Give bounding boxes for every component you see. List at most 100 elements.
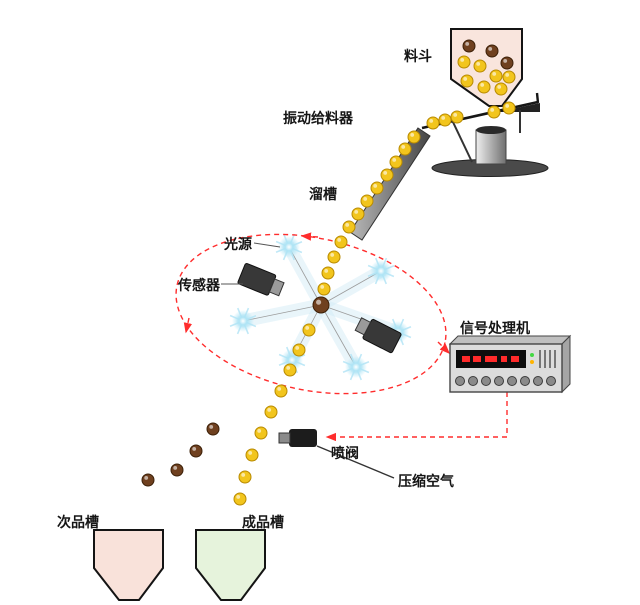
light-source-label: 光源	[223, 236, 252, 253]
inspected-ball	[312, 296, 330, 314]
good-ball-highlight	[354, 209, 359, 214]
good-ball-highlight	[286, 365, 291, 370]
feeder-motor	[475, 129, 507, 165]
loop-arrow-left	[183, 317, 193, 334]
chute-slide	[349, 127, 431, 241]
good-ball	[245, 448, 259, 462]
status-led-green	[530, 353, 534, 357]
led-segment	[511, 356, 519, 362]
spray-valve-label: 喷阀	[331, 445, 359, 462]
good-ball	[342, 220, 356, 234]
good-ball	[334, 235, 348, 249]
bad-ball	[500, 56, 514, 70]
good-ball	[233, 492, 247, 506]
good-ball	[489, 69, 503, 83]
status-led-amber	[530, 360, 534, 364]
good-ball-highlight	[497, 84, 502, 89]
compressed-air-label: 压缩空气	[398, 473, 454, 490]
reject-bin	[93, 529, 164, 601]
good-ball-highlight	[267, 407, 272, 412]
good-ball	[317, 282, 331, 296]
good-ball-highlight	[392, 157, 397, 162]
led-segment	[473, 356, 481, 362]
bad-ball-highlight	[144, 475, 149, 480]
bad-ball	[170, 463, 184, 477]
good-ball-highlight	[460, 57, 465, 62]
led-segment	[501, 356, 507, 362]
good-ball	[351, 207, 365, 221]
good-ball	[370, 181, 384, 195]
good-product-stream	[223, 55, 516, 556]
processor-side-face	[561, 334, 571, 394]
good-ball-highlight	[248, 450, 253, 455]
loop-arrow-top	[300, 232, 319, 241]
feeder-label: 振动给料器	[283, 110, 354, 127]
good-ball-highlight	[463, 76, 468, 81]
bad-ball-highlight	[465, 41, 470, 46]
bad-ball	[485, 44, 499, 58]
vibrating-feeder	[421, 92, 549, 177]
light-source-glow	[370, 260, 392, 282]
bad-ball	[189, 444, 203, 458]
good-ball	[360, 194, 374, 208]
good-ball-highlight	[492, 71, 497, 76]
signal-processor-label: 信号处理机	[460, 320, 530, 337]
signal-to-processor-arrow	[437, 341, 450, 354]
good-ball-highlight	[241, 472, 246, 477]
light-ray	[320, 270, 382, 306]
feeder-tray-lip	[535, 92, 540, 104]
good-ball-highlight	[363, 196, 368, 201]
good-ball	[283, 363, 297, 377]
good-ball	[426, 116, 440, 130]
good-ball	[254, 426, 268, 440]
compressed-air-leader-line	[316, 445, 395, 479]
good-ball	[238, 470, 252, 484]
good-ball-highlight	[383, 170, 388, 175]
good-ball-highlight	[505, 72, 510, 77]
good-ball-highlight	[330, 252, 335, 257]
good-ball	[457, 55, 471, 69]
good-ball-highlight	[490, 107, 495, 112]
signal-processor	[448, 334, 572, 394]
led-segment	[462, 356, 470, 362]
bad-ball-highlight	[209, 424, 214, 429]
good-ball	[321, 266, 335, 280]
good-ball-highlight	[480, 82, 485, 87]
good-ball-highlight	[257, 428, 262, 433]
good-ball-highlight	[505, 103, 510, 108]
bad-ball	[206, 422, 220, 436]
spray-valve	[278, 429, 317, 447]
good-ball-highlight	[295, 345, 300, 350]
good-ball	[502, 70, 516, 84]
feeder-motor-top	[476, 126, 506, 134]
good-ball	[487, 105, 501, 119]
inspected-ball-group	[312, 296, 330, 314]
good-ball-highlight	[410, 132, 415, 137]
good-ball-highlight	[373, 183, 378, 188]
bad-ball-highlight	[192, 446, 197, 451]
good-ball	[274, 384, 288, 398]
processor-to-valve-arrow	[325, 392, 508, 442]
light-source-glow	[278, 236, 300, 258]
processor-top-face	[448, 335, 572, 345]
good-ball-highlight	[345, 222, 350, 227]
bad-ball	[462, 39, 476, 53]
good-ball	[477, 80, 491, 94]
light-ray	[242, 304, 322, 322]
good-ball	[389, 155, 403, 169]
light-source-glow	[345, 356, 367, 378]
good-ball	[407, 130, 421, 144]
processor-knobs	[455, 376, 556, 386]
good-ball	[438, 113, 452, 127]
sensor-left-lens	[268, 278, 285, 297]
good-ball-highlight	[305, 325, 310, 330]
good-ball	[473, 59, 487, 73]
good-ball-highlight	[441, 115, 446, 120]
good-ball-highlight	[429, 118, 434, 123]
good-ball	[460, 74, 474, 88]
bad-ball-highlight	[503, 58, 508, 63]
good-ball	[494, 82, 508, 96]
good-ball	[302, 323, 316, 337]
